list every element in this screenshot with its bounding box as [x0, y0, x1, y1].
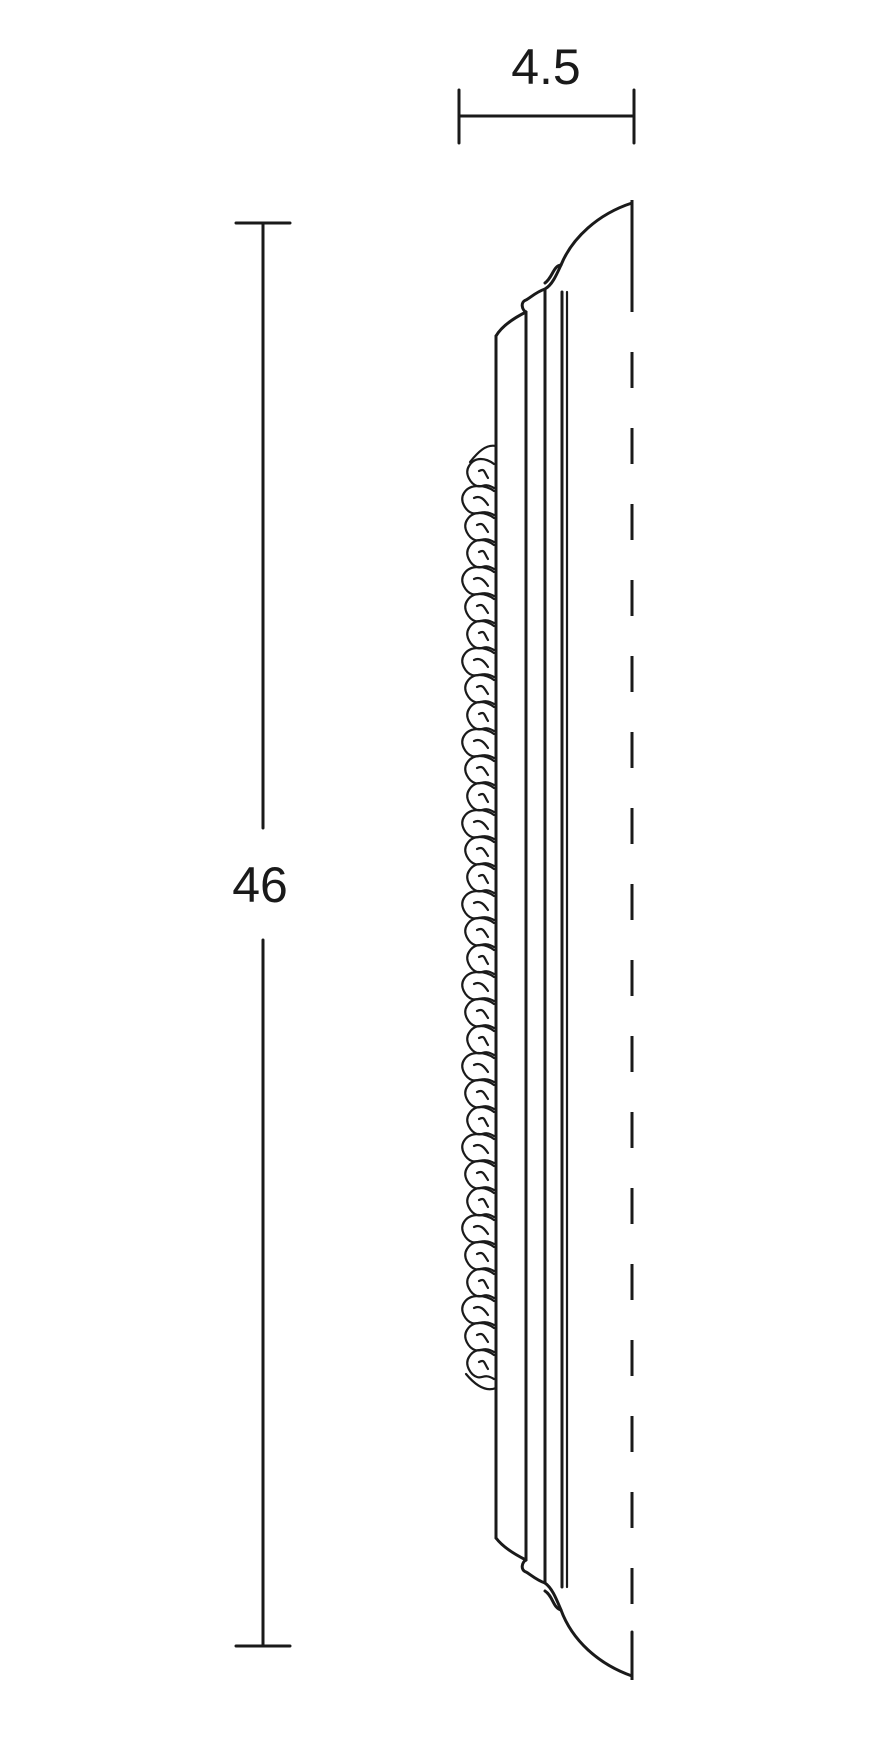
bead-leaf-vein — [477, 1035, 490, 1047]
bead-leaf — [466, 862, 496, 895]
bead-leaf — [466, 619, 496, 652]
carved-bead-ornament — [461, 444, 498, 1391]
bead-leaf-vein — [477, 1359, 490, 1371]
bead-leaf-vein — [475, 684, 490, 696]
bead-leaf-vein — [475, 1251, 490, 1263]
bead-leaf — [464, 1159, 496, 1192]
bead-leaf — [464, 754, 496, 787]
bead-leaf-vein — [477, 1278, 490, 1290]
bead-leaf-vein — [477, 1116, 490, 1128]
bead-ornament-top-cap — [468, 444, 498, 464]
bead-leaf-vein — [475, 1332, 490, 1344]
height-dimension: 46 — [232, 221, 292, 1648]
bead-leaf-vein — [477, 468, 490, 480]
bead-leaf — [464, 592, 496, 625]
bead-leaf-vein — [477, 1197, 490, 1209]
bead-leaf — [466, 943, 496, 976]
width-dimension-label: 4.5 — [511, 39, 581, 95]
bead-leaf — [464, 1240, 496, 1273]
bead-leaf-vein — [472, 1305, 490, 1317]
bead-leaf — [466, 1267, 496, 1300]
bead-leaf — [464, 1321, 496, 1354]
bead-leaf-vein — [475, 846, 490, 858]
bead-leaf — [461, 1132, 496, 1165]
bead-leaf — [461, 970, 496, 1003]
bead-leaf-vein — [472, 495, 490, 507]
bead-leaf — [464, 997, 496, 1030]
bead-leaf-vein — [472, 738, 490, 750]
bead-leaf — [466, 457, 496, 490]
bead-leaf-vein — [472, 819, 490, 831]
bead-ornament-bottom-cap — [464, 1372, 498, 1391]
bead-leaf — [466, 538, 496, 571]
bead-leaf-vein — [477, 873, 490, 885]
bead-leaf-vein — [472, 900, 490, 912]
bead-leaf-vein — [475, 603, 490, 615]
bead-leaf — [466, 700, 496, 733]
bead-leaf — [464, 1078, 496, 1111]
bead-leaf-vein — [472, 657, 490, 669]
bead-leaf-vein — [475, 1089, 490, 1101]
bead-leaf — [461, 727, 496, 760]
bead-leaf — [466, 1186, 496, 1219]
bead-leaf — [466, 781, 496, 814]
bead-leaf — [466, 1105, 496, 1138]
bead-leaf — [464, 511, 496, 544]
bead-leaf-vein — [477, 630, 490, 642]
bead-leaf-vein — [475, 927, 490, 939]
bead-leaf — [461, 889, 496, 922]
bead-leaf-vein — [475, 1170, 490, 1182]
bead-leaf — [461, 808, 496, 841]
bead-leaf-vein — [477, 711, 490, 723]
bead-leaf — [466, 1348, 496, 1381]
bead-leaf — [461, 1294, 496, 1327]
bead-leaf — [464, 916, 496, 949]
height-dimension-label: 46 — [232, 857, 288, 913]
bead-leaf — [461, 565, 496, 598]
profile-third-step — [494, 310, 528, 1562]
bead-leaf-vein — [477, 792, 490, 804]
width-dimension: 4.5 — [457, 39, 636, 145]
bead-leaf-vein — [475, 522, 490, 534]
moulding-profile — [461, 201, 634, 1678]
bead-leaf — [461, 646, 496, 679]
bead-leaf — [461, 484, 496, 517]
bead-leaf — [461, 1051, 496, 1084]
bead-leaf-vein — [472, 981, 490, 993]
bead-leaf — [464, 673, 496, 706]
bead-leaf-vein — [475, 1008, 490, 1020]
bead-leaf-vein — [472, 576, 490, 588]
bead-leaf-vein — [472, 1062, 490, 1074]
profile-second-step — [520, 287, 547, 1585]
bead-leaf-vein — [475, 765, 490, 777]
bead-leaf — [461, 1213, 496, 1246]
bead-leaf-vein — [472, 1143, 490, 1155]
bead-leaf-vein — [477, 549, 490, 561]
bead-leaf-vein — [477, 954, 490, 966]
bead-leaf — [466, 1024, 496, 1057]
profile-outer-cap — [543, 201, 634, 1678]
profile-cap-step — [543, 263, 563, 1612]
bead-leaf — [464, 835, 496, 868]
bead-leaf-vein — [472, 1224, 490, 1236]
